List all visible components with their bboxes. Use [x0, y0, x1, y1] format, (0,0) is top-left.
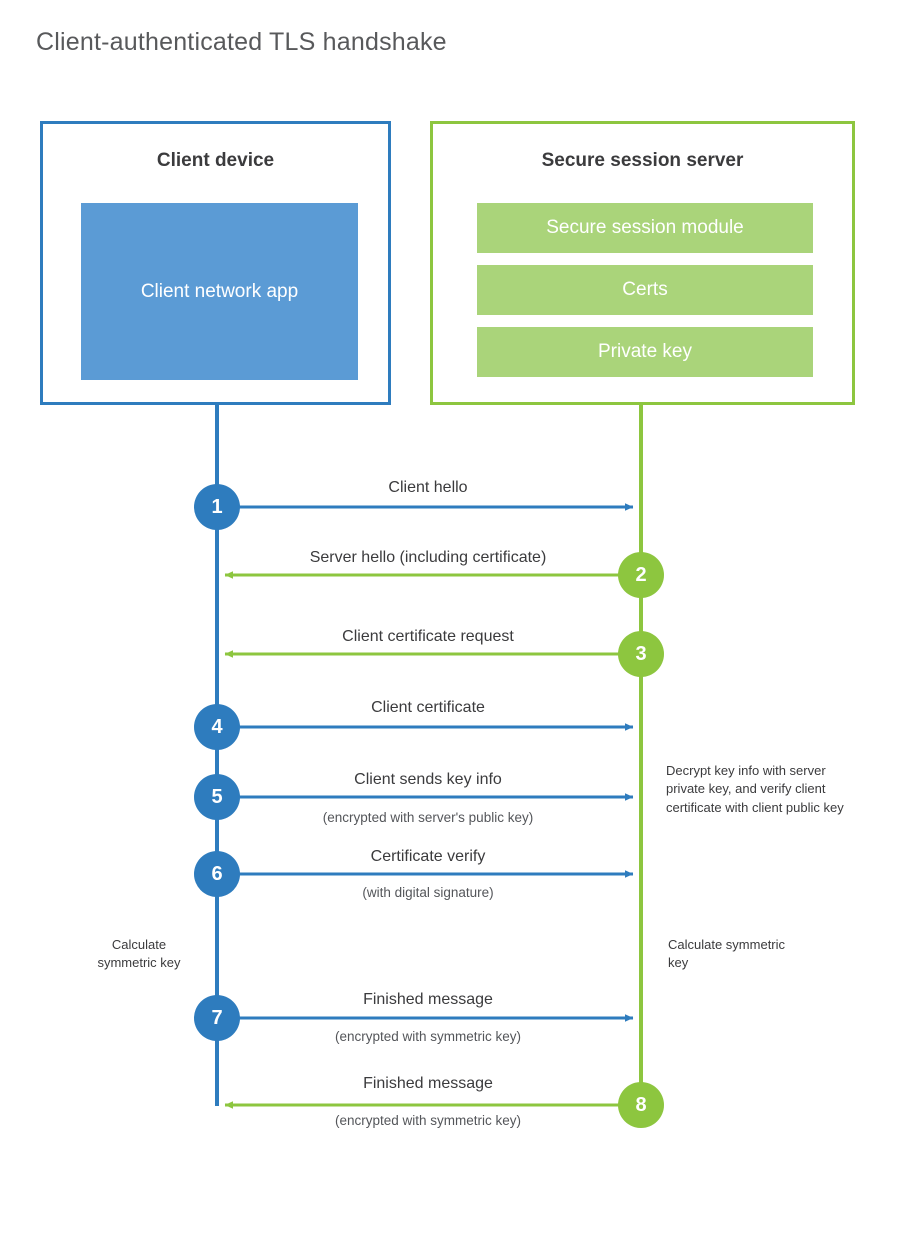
step-circle-7[interactable]: 7 — [194, 995, 240, 1041]
server-module-private-key: Private key — [477, 327, 813, 377]
message-sublabel-5: (encrypted with server's public key) — [322, 810, 534, 825]
message-sublabel-7: (encrypted with symmetric key) — [334, 1029, 522, 1044]
server-module-secure-session-module: Secure session module — [477, 203, 813, 253]
client-network-app-block: Client network app — [81, 203, 358, 380]
message-label-1: Client hello — [388, 479, 468, 496]
step-circle-6[interactable]: 6 — [194, 851, 240, 897]
step-circle-3[interactable]: 3 — [618, 631, 664, 677]
client-device-title: Client device — [156, 150, 275, 171]
message-sublabel-8: (encrypted with symmetric key) — [334, 1113, 522, 1128]
step-circle-5[interactable]: 5 — [194, 774, 240, 820]
message-label-4: Client certificate — [371, 699, 485, 716]
server-module-certs: Certs — [477, 265, 813, 315]
step-circle-4[interactable]: 4 — [194, 704, 240, 750]
message-label-8: Finished message — [363, 1075, 493, 1092]
message-label-5: Client sends key info — [354, 771, 502, 788]
participant-secure-session-server: Secure session server Secure session mod… — [430, 121, 855, 405]
step-circle-8[interactable]: 8 — [618, 1082, 664, 1128]
step-circle-1[interactable]: 1 — [194, 484, 240, 530]
annotation-client-calculate-symmetric-key: Calculate symmetric key — [97, 937, 181, 971]
message-label-7: Finished message — [363, 991, 493, 1008]
secure-session-server-title: Secure session server — [541, 150, 744, 171]
message-label-2: Server hello (including certificate) — [309, 549, 547, 566]
page-title: Client-authenticated TLS handshake — [36, 28, 447, 56]
annotation-server-decrypt: Decrypt key info with server private key… — [666, 763, 844, 815]
message-label-3: Client certificate request — [342, 628, 514, 645]
annotation-server-calculate-symmetric-key: Calculate symmetric key — [668, 937, 786, 971]
step-circle-2[interactable]: 2 — [618, 552, 664, 598]
message-label-6: Certificate verify — [370, 848, 486, 865]
participant-client-device: Client device Client network app — [40, 121, 391, 405]
message-sublabel-6: (with digital signature) — [362, 885, 494, 900]
